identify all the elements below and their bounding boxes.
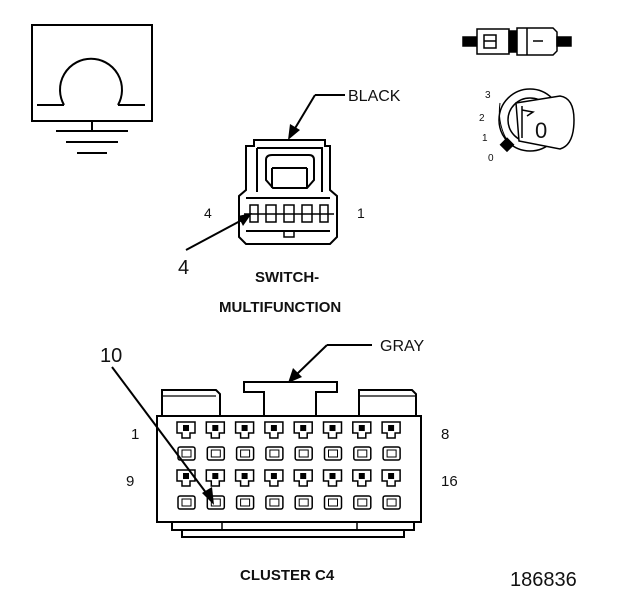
key-position-2: 2 [479, 113, 485, 124]
cavity-row2 [322, 469, 343, 487]
cavity-row2-lower [323, 495, 343, 510]
cavity-row1-lower [206, 446, 226, 461]
cluster-row1-right: 8 [441, 426, 449, 443]
switch-connector-body [238, 139, 338, 245]
cavity-row1 [352, 421, 372, 439]
cavity-row2 [176, 469, 196, 487]
inline-connector-icon [462, 27, 572, 56]
cluster-name: CLUSTER C4 [240, 567, 335, 584]
black-callout-arrowhead [288, 124, 300, 140]
gray-callout-arrowhead [288, 368, 302, 383]
cavity-row2 [381, 469, 401, 487]
cavity-row1-lower [382, 446, 401, 461]
cluster-row1-left: 1 [131, 426, 139, 443]
black-callout-leader [288, 94, 345, 140]
cavity-row1 [176, 421, 196, 439]
switch-callout-pin: 4 [178, 257, 189, 279]
cavity-row2-lower [235, 495, 255, 510]
switch-pin-left: 4 [204, 205, 212, 221]
ignition-key-icon [498, 88, 575, 153]
cavity-row2 [293, 469, 313, 487]
cavity-row1-lower [353, 446, 372, 461]
cavity-row2-lower [353, 495, 372, 510]
figure-number: 186836 [510, 569, 577, 591]
cavity-row1 [381, 421, 401, 439]
cavity-row2 [264, 469, 284, 487]
cavity-row1-lower [265, 446, 284, 461]
cluster-connector-body [156, 381, 422, 538]
cavity-row1 [264, 421, 284, 439]
key-label: 0 [535, 118, 547, 143]
cavity-row1-lower [177, 446, 196, 461]
cavity-row1 [293, 421, 313, 439]
gray-callout-leader [288, 344, 372, 383]
switch-pin-callout-leader [185, 213, 252, 251]
cavity-row2 [205, 469, 226, 487]
switch-name-line2: MULTIFUNCTION [219, 299, 341, 316]
cluster-color-label: GRAY [380, 338, 424, 355]
switch-pin-callout-arrowhead [238, 213, 252, 226]
key-position-3: 3 [485, 90, 491, 101]
cluster-pin-callout-leader [111, 366, 214, 505]
cluster-row2-left: 9 [126, 473, 134, 490]
cavity-row2-lower [294, 495, 313, 510]
cavity-row2 [234, 469, 255, 487]
cavity-row2-lower [382, 495, 401, 510]
cavity-row1-lower [235, 446, 255, 461]
switch-name-line1: SWITCH- [255, 269, 319, 286]
cavity-row1 [322, 421, 343, 439]
cluster-callout-pin: 10 [100, 345, 122, 367]
cluster-pin-callout-arrowhead [202, 487, 214, 505]
cluster-row2-right: 16 [441, 473, 458, 490]
cavity-row1 [205, 421, 226, 439]
switch-color-label: BLACK [348, 88, 401, 105]
ohmmeter-ground-symbol [31, 24, 153, 154]
cavity-row2 [352, 469, 372, 487]
cavity-row1-lower [323, 446, 343, 461]
key-position-1: 1 [482, 133, 488, 144]
cavity-row2-lower [265, 495, 284, 510]
cluster-cavities [176, 421, 401, 510]
key-position-0: 0 [488, 153, 494, 164]
switch-pin-right: 1 [357, 205, 365, 221]
cavity-row2-lower [177, 495, 196, 510]
cavity-row1-lower [294, 446, 313, 461]
cavity-row1 [234, 421, 255, 439]
